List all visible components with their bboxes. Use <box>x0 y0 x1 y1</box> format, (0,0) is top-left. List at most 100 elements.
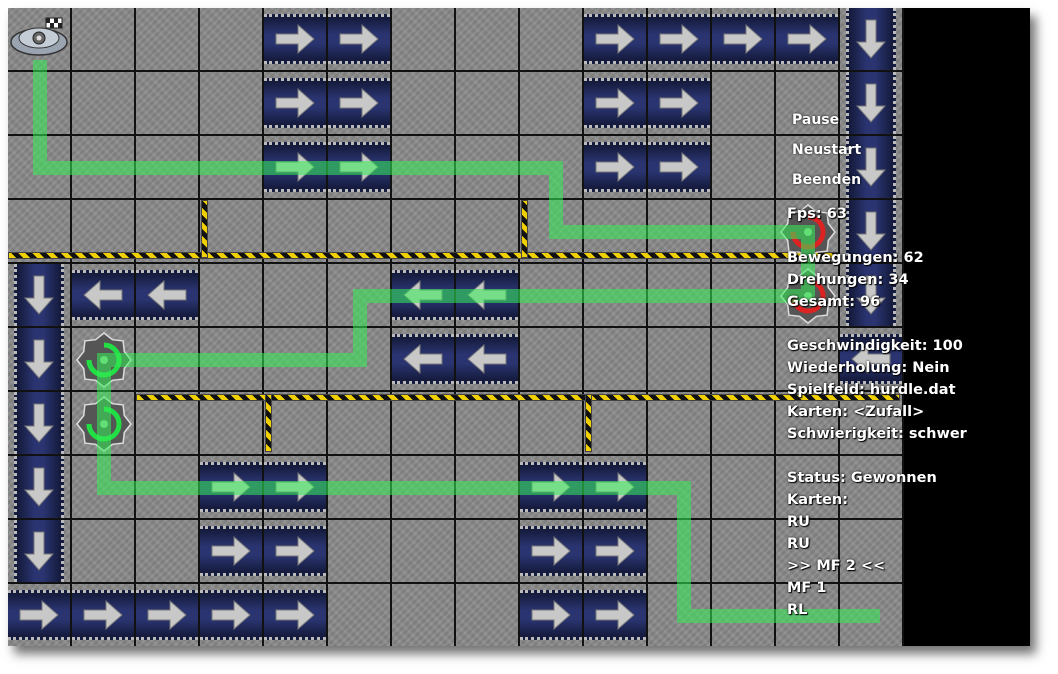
conveyor-tile <box>264 8 328 72</box>
floor-tile <box>456 72 520 136</box>
conveyor-tile <box>136 264 200 328</box>
floor-tile <box>136 8 200 72</box>
floor-tile <box>584 264 648 328</box>
conveyor-tile <box>712 8 776 72</box>
floor-tile <box>136 456 200 520</box>
arrow-icon <box>23 339 55 379</box>
conveyor-tile <box>520 520 584 584</box>
floor-tile <box>520 72 584 136</box>
floor-tile <box>584 328 648 392</box>
conveyor-tile <box>456 328 520 392</box>
conveyor-tile <box>8 584 72 646</box>
floor-tile <box>200 392 264 456</box>
arrow-icon <box>855 19 887 59</box>
arrow-icon <box>23 275 55 315</box>
floor-tile <box>712 392 776 456</box>
conveyor-tile <box>328 136 392 200</box>
floor-tile <box>648 520 712 584</box>
floor-tile <box>136 520 200 584</box>
arrow-icon <box>147 599 187 631</box>
arrow-icon <box>595 471 635 503</box>
floor-tile <box>200 8 264 72</box>
arrow-icon <box>83 279 123 311</box>
floor-tile <box>840 456 904 520</box>
hazard-wall <box>585 394 592 452</box>
conveyor-tile <box>8 392 72 456</box>
arrow-icon <box>275 535 315 567</box>
conveyor-tile <box>200 520 264 584</box>
restart-button[interactable]: Neustart <box>792 142 862 158</box>
floor-tile <box>712 328 776 392</box>
conveyor-tile <box>8 456 72 520</box>
floor-tile <box>840 520 904 584</box>
conveyor-tile <box>584 520 648 584</box>
floor-tile <box>648 328 712 392</box>
hazard-wall <box>521 200 528 258</box>
arrow-icon <box>595 87 635 119</box>
floor-tile <box>392 456 456 520</box>
floor-tile <box>328 392 392 456</box>
floor-tile <box>8 72 72 136</box>
floor-tile <box>136 136 200 200</box>
conveyor-tile <box>840 8 904 72</box>
floor-tile <box>200 72 264 136</box>
floor-tile <box>520 136 584 200</box>
conveyor-tile <box>136 584 200 646</box>
floor-tile <box>584 392 648 456</box>
difficulty-setting: Schwierigkeit: schwer <box>787 426 967 442</box>
quit-button[interactable]: Beenden <box>792 172 862 188</box>
arrow-icon <box>19 599 59 631</box>
arrow-icon <box>83 599 123 631</box>
floor-tile <box>648 392 712 456</box>
floor-tile <box>456 136 520 200</box>
arrow-icon <box>531 535 571 567</box>
total-count: Gesamt: 96 <box>787 294 881 310</box>
floor-tile <box>72 456 136 520</box>
floor-tile <box>392 8 456 72</box>
arrow-icon <box>147 279 187 311</box>
arrow-icon <box>339 151 379 183</box>
floor-tile <box>456 520 520 584</box>
arrow-icon <box>595 151 635 183</box>
game-board <box>8 8 904 646</box>
floor-tile <box>840 584 904 646</box>
floor-tile <box>136 328 200 392</box>
floor-tile <box>456 8 520 72</box>
hazard-wall <box>136 394 900 401</box>
conveyor-tile <box>328 8 392 72</box>
floor-tile <box>136 72 200 136</box>
robot-icon <box>10 17 68 56</box>
floor-tile <box>520 392 584 456</box>
floor-tile <box>648 264 712 328</box>
arrow-icon <box>659 87 699 119</box>
floor-tile <box>328 456 392 520</box>
floor-tile <box>72 72 136 136</box>
floor-tile <box>392 392 456 456</box>
floor-tile <box>72 136 136 200</box>
arrow-icon <box>531 599 571 631</box>
arrow-icon <box>23 531 55 571</box>
conveyor-tile <box>392 328 456 392</box>
floor-tile <box>328 520 392 584</box>
arrow-icon <box>531 471 571 503</box>
pause-button[interactable]: Pause <box>792 112 840 128</box>
floor-tile <box>328 584 392 646</box>
moves-count: Bewegungen: 62 <box>787 250 924 266</box>
arrow-icon <box>339 23 379 55</box>
conveyor-tile <box>264 72 328 136</box>
board-setting: Spielfeld: hurdle.dat <box>787 382 956 398</box>
conveyor-tile <box>392 264 456 328</box>
conveyor-tile <box>328 72 392 136</box>
arrow-icon <box>595 23 635 55</box>
conveyor-tile <box>8 520 72 584</box>
card-item: RU <box>787 514 810 530</box>
conveyor-tile <box>264 584 328 646</box>
arrow-icon <box>723 23 763 55</box>
floor-tile <box>520 328 584 392</box>
conveyor-tile <box>584 136 648 200</box>
floor-tile <box>648 584 712 646</box>
conveyor-tile <box>584 584 648 646</box>
conveyor-tile <box>520 456 584 520</box>
floor-tile <box>456 392 520 456</box>
cards-setting: Karten: <Zufall> <box>787 404 925 420</box>
